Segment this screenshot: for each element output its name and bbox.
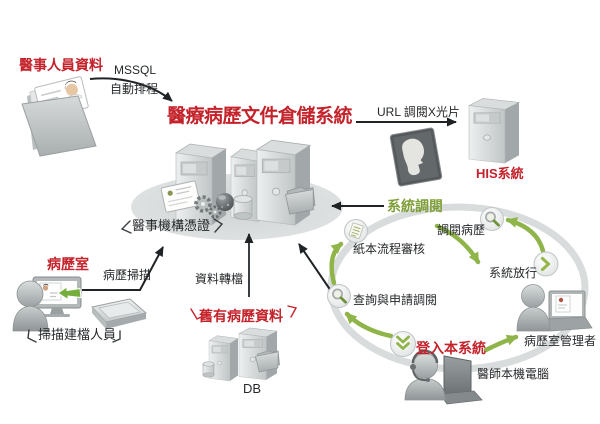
arrow-view-to-release xyxy=(434,223,481,265)
laptop-icon xyxy=(439,355,483,405)
mssql-label: MSSQL xyxy=(114,63,157,77)
scan-staff-right-tick xyxy=(112,330,121,343)
chevron-double-down-icon xyxy=(390,331,416,357)
legacy-records-label: 舊有病歷資料 xyxy=(199,308,283,324)
chevron-right-icon xyxy=(533,251,559,277)
system-retrieve-label: 系統調閱 xyxy=(387,198,443,214)
document-icon xyxy=(344,219,368,243)
legacy-db-servers-icon xyxy=(202,327,280,382)
green-cursor-arrow-icon xyxy=(57,286,82,301)
cert-left-bracket xyxy=(120,220,132,234)
scan-staff-left-tick xyxy=(27,329,37,343)
query-request-label: 查詢與申請調閱 xyxy=(353,293,438,307)
db-label: DB xyxy=(243,381,262,396)
database-cylinder-icon xyxy=(202,361,215,378)
laptop-icon xyxy=(544,290,593,332)
arrow-login-to-manager xyxy=(483,334,519,353)
legacy-right-tick xyxy=(287,305,298,318)
xray-film-icon xyxy=(389,127,443,187)
record-scan-label: 病歷掃描 xyxy=(103,268,152,282)
certificate-icon xyxy=(160,180,201,213)
manager-workstation xyxy=(516,284,593,332)
folder-small-icon xyxy=(285,186,316,215)
cycle-step-icons xyxy=(327,207,559,357)
green-flow-arrows xyxy=(329,217,546,353)
view-records-label: 調閱病歷 xyxy=(437,223,486,237)
arrow-query-to-servers xyxy=(298,243,332,292)
his-system-label: HIS系統 xyxy=(476,166,524,181)
folder-small-icon xyxy=(255,350,280,373)
arrow-login-to-query xyxy=(344,311,394,339)
magnifier-icon xyxy=(480,207,504,231)
his-server-icon xyxy=(468,97,520,164)
arrow-release-to-view xyxy=(505,217,546,254)
scanner-icon xyxy=(91,298,148,329)
scan-operator-person-icon xyxy=(12,280,49,332)
server-tower-icon xyxy=(256,139,311,226)
database-cylinder-icon xyxy=(233,195,253,220)
scan-staff-label: 掃描建檔人員 xyxy=(38,327,117,342)
data-convert-label: 資料轉檔 xyxy=(195,272,244,286)
paper-review-label: 紙本流程審核 xyxy=(353,242,426,256)
login-label: 登入本系統 xyxy=(416,340,486,356)
doctor-pc-label: 醫師本機電腦 xyxy=(477,367,550,381)
legacy-left-tick xyxy=(190,308,202,320)
headset-icon xyxy=(410,349,439,382)
staff-data-label: 醫事人員資料 xyxy=(19,57,103,73)
auto-schedule-label: 自動排程 xyxy=(110,82,159,96)
cert-label: 醫事機構憑證 xyxy=(132,218,211,233)
manager-label: 病歷室管理者 xyxy=(524,334,597,348)
arrow-query-to-paper-review xyxy=(329,241,344,286)
folder-icon xyxy=(21,76,97,157)
doctor-workstation xyxy=(404,349,483,405)
records-room-label: 病歷室 xyxy=(47,256,89,272)
cert-right-bracket xyxy=(213,218,224,233)
black-connector-arrows xyxy=(82,77,457,297)
arrow-mssql xyxy=(89,77,173,102)
manager-person-icon xyxy=(516,284,551,332)
scan-workstation xyxy=(12,276,148,332)
magnifier-icon xyxy=(327,284,351,308)
system-title: 醫療病歷文件倉儲系統 xyxy=(167,106,353,127)
gear-icon xyxy=(194,195,222,219)
system-release-label: 系統放行 xyxy=(489,266,538,280)
bracket-marks xyxy=(27,218,298,343)
doctor-person-icon xyxy=(404,349,446,401)
arrow-scan-to-cert xyxy=(82,246,164,291)
sphere-icon xyxy=(216,193,234,211)
url-xray-label: URL 調閱X光片 xyxy=(377,105,460,119)
